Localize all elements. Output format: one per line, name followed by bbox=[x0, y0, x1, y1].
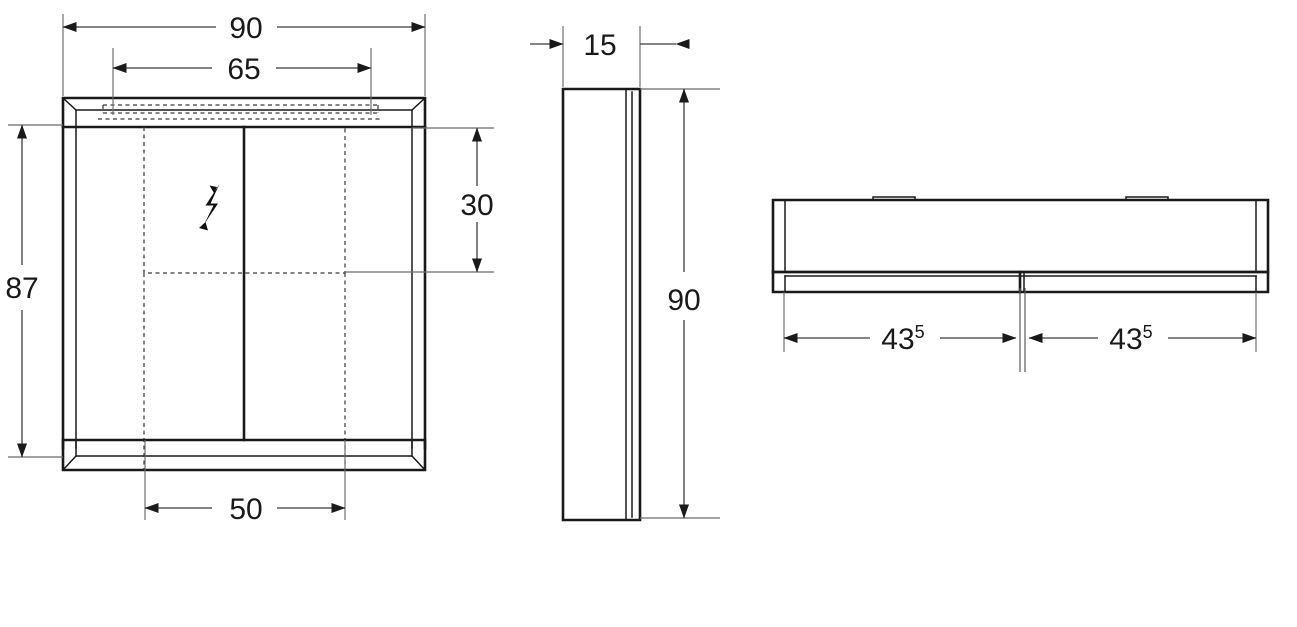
dim-43-5-right-group: 435 bbox=[1028, 292, 1257, 356]
front-inner-hidden-rect bbox=[143, 127, 346, 470]
dim-30-upper-height-label: 30 bbox=[460, 189, 493, 222]
dim-30-upper-height-group: 30 bbox=[345, 127, 494, 273]
dim-50-lower-width-label: 50 bbox=[229, 493, 262, 526]
dim-90-width-label: 90 bbox=[229, 12, 262, 45]
top-view-center-line bbox=[1019, 288, 1026, 372]
dim-90-width-group: 90 bbox=[62, 12, 426, 96]
dim-43-5-left-group: 435 bbox=[783, 292, 1017, 356]
dim-65-inner-width-group: 65 bbox=[112, 48, 372, 115]
dim-15-depth-group: 15 bbox=[530, 26, 690, 87]
dim-65-inner-width-label: 65 bbox=[227, 53, 260, 86]
dim-90-side-height-group: 90 bbox=[640, 88, 720, 519]
dim-43-5-right-label: 435 bbox=[1109, 322, 1152, 356]
front-bottom-base bbox=[61, 438, 427, 472]
dim-43-5-left-label: 435 bbox=[881, 322, 924, 356]
dim-90-side-height-label: 90 bbox=[667, 284, 700, 317]
dim-50-lower-width-group: 50 bbox=[144, 440, 346, 526]
front-light-strip bbox=[98, 104, 383, 120]
side-view-group bbox=[561, 87, 642, 522]
dim-15-depth-label: 15 bbox=[583, 29, 616, 62]
front-view-group bbox=[61, 96, 427, 472]
dim-87-height-group: 87 bbox=[5, 124, 63, 458]
electrical-hazard-bolt-icon bbox=[199, 184, 220, 231]
top-view-group bbox=[771, 196, 1270, 294]
dim-87-height-label: 87 bbox=[5, 272, 38, 305]
